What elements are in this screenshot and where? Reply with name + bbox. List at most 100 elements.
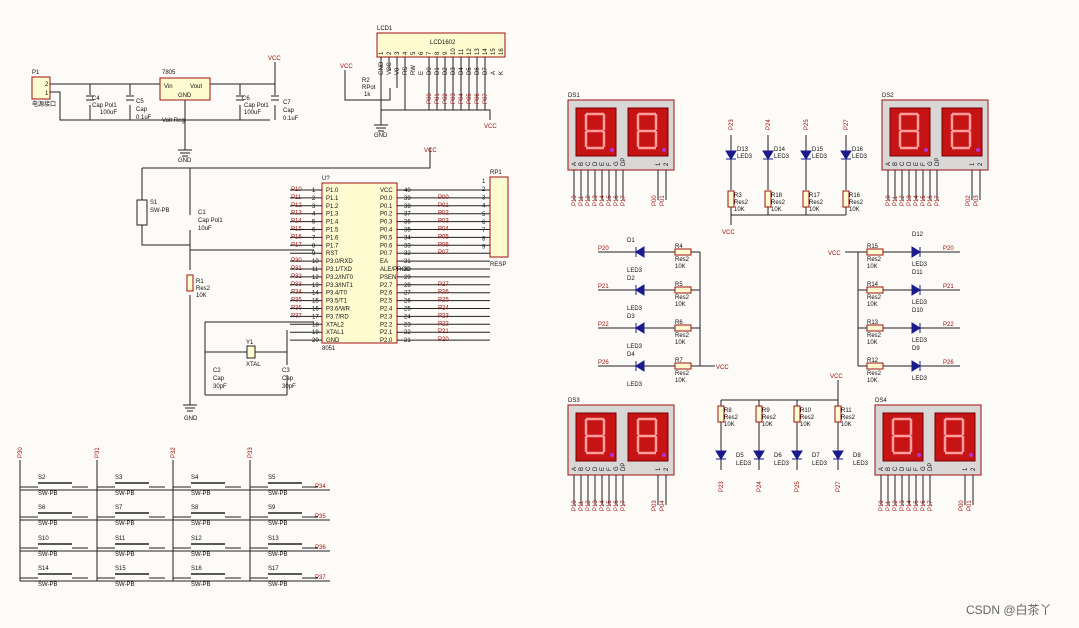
led-right-ref-d10: D10	[912, 308, 924, 314]
led-bottom-res-type-3: Res2	[841, 415, 856, 421]
mcu-left-pin-6: P1.5	[326, 228, 339, 234]
mcu-left-pin-15: P3.5/T1	[326, 299, 348, 305]
display-ref-ds3: DS3	[568, 398, 580, 404]
mcu-net-r-p21: P21	[438, 329, 449, 335]
mcu-net-r-p20: P20	[438, 337, 449, 343]
r2-val: 1k	[364, 92, 371, 98]
led-top-res-ref-r17: R17	[809, 193, 821, 199]
keypad-col-p30: P30	[18, 447, 24, 458]
display-seg-c: C	[900, 161, 906, 166]
mcu-left-num-14: 14	[312, 291, 319, 297]
keypad-row-p34: P34	[315, 484, 326, 490]
lcd-net-p02: P02	[443, 93, 449, 104]
keypad-switch-ref-s10: S10	[38, 536, 49, 542]
lcd-pins: GND1VCC2V03RS4RW5E6D07D18D29D310D411D512…	[379, 48, 505, 110]
mcu-left-pin-14: P3.4/T0	[326, 291, 348, 297]
rp1-pin-9: 9	[482, 245, 486, 251]
lcd-pin-num-13: 13	[475, 48, 481, 55]
vcc-label-1: VCC	[268, 56, 281, 62]
keypad-switch-ref-s6: S6	[38, 505, 46, 511]
reg-volt: Volt Reg	[162, 118, 185, 124]
mcu-right-pin-36: P0.3	[380, 220, 393, 226]
display-net-p13: P13	[900, 500, 906, 511]
led-top-net-p23: P23	[729, 119, 735, 130]
led-left-res-val-1: 10K	[675, 302, 686, 308]
lcd1602-module	[376, 32, 506, 58]
s1-ref: S1	[150, 200, 158, 206]
display-net-p00: P00	[959, 500, 965, 511]
led-bottom-res-ref-r8: R8	[724, 408, 732, 414]
led-left-resistor-0	[674, 248, 692, 256]
keypad-switch-ref-s5: S5	[268, 475, 276, 481]
r1-val: 10K	[196, 293, 207, 299]
led-right-net-p22: P22	[943, 322, 954, 328]
display-seg-dp: DP	[621, 158, 627, 166]
mcu-left-num-15: 15	[312, 299, 319, 305]
led-bottom-res-ref-r9: R9	[762, 408, 770, 414]
led-right-res-val-0: 10K	[867, 264, 878, 270]
keypad-switch-ref-s16: S16	[191, 566, 202, 572]
keypad-switch-ref-s2: S2	[38, 475, 46, 481]
y1-ref: Y1	[246, 340, 254, 346]
vcc-label-led-right: VCC	[828, 251, 841, 257]
led-top-res-type-3: Res2	[849, 200, 864, 206]
rp1-pin-1: 1	[482, 179, 486, 185]
vcc-label-mcu: VCC	[424, 148, 437, 154]
mcu-net-p32: P32	[291, 274, 302, 280]
display-net-p15: P15	[914, 500, 920, 511]
display-net-p01: P01	[967, 500, 973, 511]
led-right-res-ref-r15: R15	[867, 244, 879, 250]
digit-segments	[950, 112, 972, 150]
mcu-right-pin-35: P0.4	[380, 228, 393, 234]
led-left-diode-2	[635, 322, 645, 334]
keypad-switch-type: SW-PB	[191, 521, 211, 527]
display-net-p15: P15	[607, 500, 613, 511]
led-bottom-ref-d8: D8	[853, 453, 861, 459]
c6-ref: C6	[242, 96, 250, 102]
rp1-pin-7: 7	[482, 228, 486, 234]
mcu-net-r-p22: P22	[438, 321, 449, 327]
lcd-net-p05: P05	[467, 93, 473, 104]
keypad-switch-type: SW-PB	[268, 582, 288, 588]
display-seg-f: F	[914, 467, 920, 471]
keypad-switch-type: SW-PB	[38, 491, 58, 497]
lcd-pin-k: K	[499, 71, 505, 75]
display-seg-c: C	[586, 161, 592, 166]
led-bottom-resistor-0	[717, 405, 725, 423]
display-com-2: 2	[978, 162, 984, 166]
led-bottom-diode-2	[791, 450, 803, 460]
mcu-net-p16: P16	[291, 234, 302, 240]
r1-resistor	[186, 274, 194, 292]
led-top-diode-0	[725, 150, 737, 160]
decimal-point	[662, 453, 666, 457]
mcu-right-num-26: 26	[404, 299, 411, 305]
keypad-switch-ref-s7: S7	[115, 505, 123, 511]
display-ref-ds2: DS2	[882, 93, 894, 99]
c2-ref: C2	[213, 368, 221, 374]
lcd-pin-num-2: 2	[387, 51, 393, 55]
mcu-left-num-12: 12	[312, 275, 319, 281]
mcu-net-r-p06: P06	[438, 242, 449, 248]
led-bottom-diode-1	[753, 450, 765, 460]
display-net-p11: P11	[886, 500, 892, 511]
led-right-ref-d11: D11	[912, 270, 923, 276]
lcd-net-p07: P07	[483, 93, 489, 104]
led-left-ref-d1: D1	[627, 238, 635, 244]
rp1-pin-5: 5	[482, 212, 486, 218]
c4-val: 100uF	[100, 110, 117, 116]
c3-ref: C3	[282, 368, 290, 374]
led-bottom-net-p23: P23	[719, 481, 725, 492]
display-net-p13: P13	[907, 195, 913, 206]
mcu-right-pin-27: P2.6	[380, 291, 393, 297]
mcu-right-pin-29: PSEN	[380, 275, 396, 281]
led-top-resistor-1	[764, 190, 772, 208]
mcu-net-r-p24: P24	[438, 306, 449, 312]
led-top-res-val-2: 10K	[809, 207, 820, 213]
led-right-type-1: LED3	[912, 300, 928, 306]
mcu-pins: P1.01P10P1.12P11P1.23P12P1.34P13P1.45P14…	[290, 187, 490, 344]
mcu-right-num-31: 31	[404, 259, 411, 265]
lcd-net-p00: P00	[427, 93, 433, 104]
p1-pin1: 1	[45, 91, 49, 97]
